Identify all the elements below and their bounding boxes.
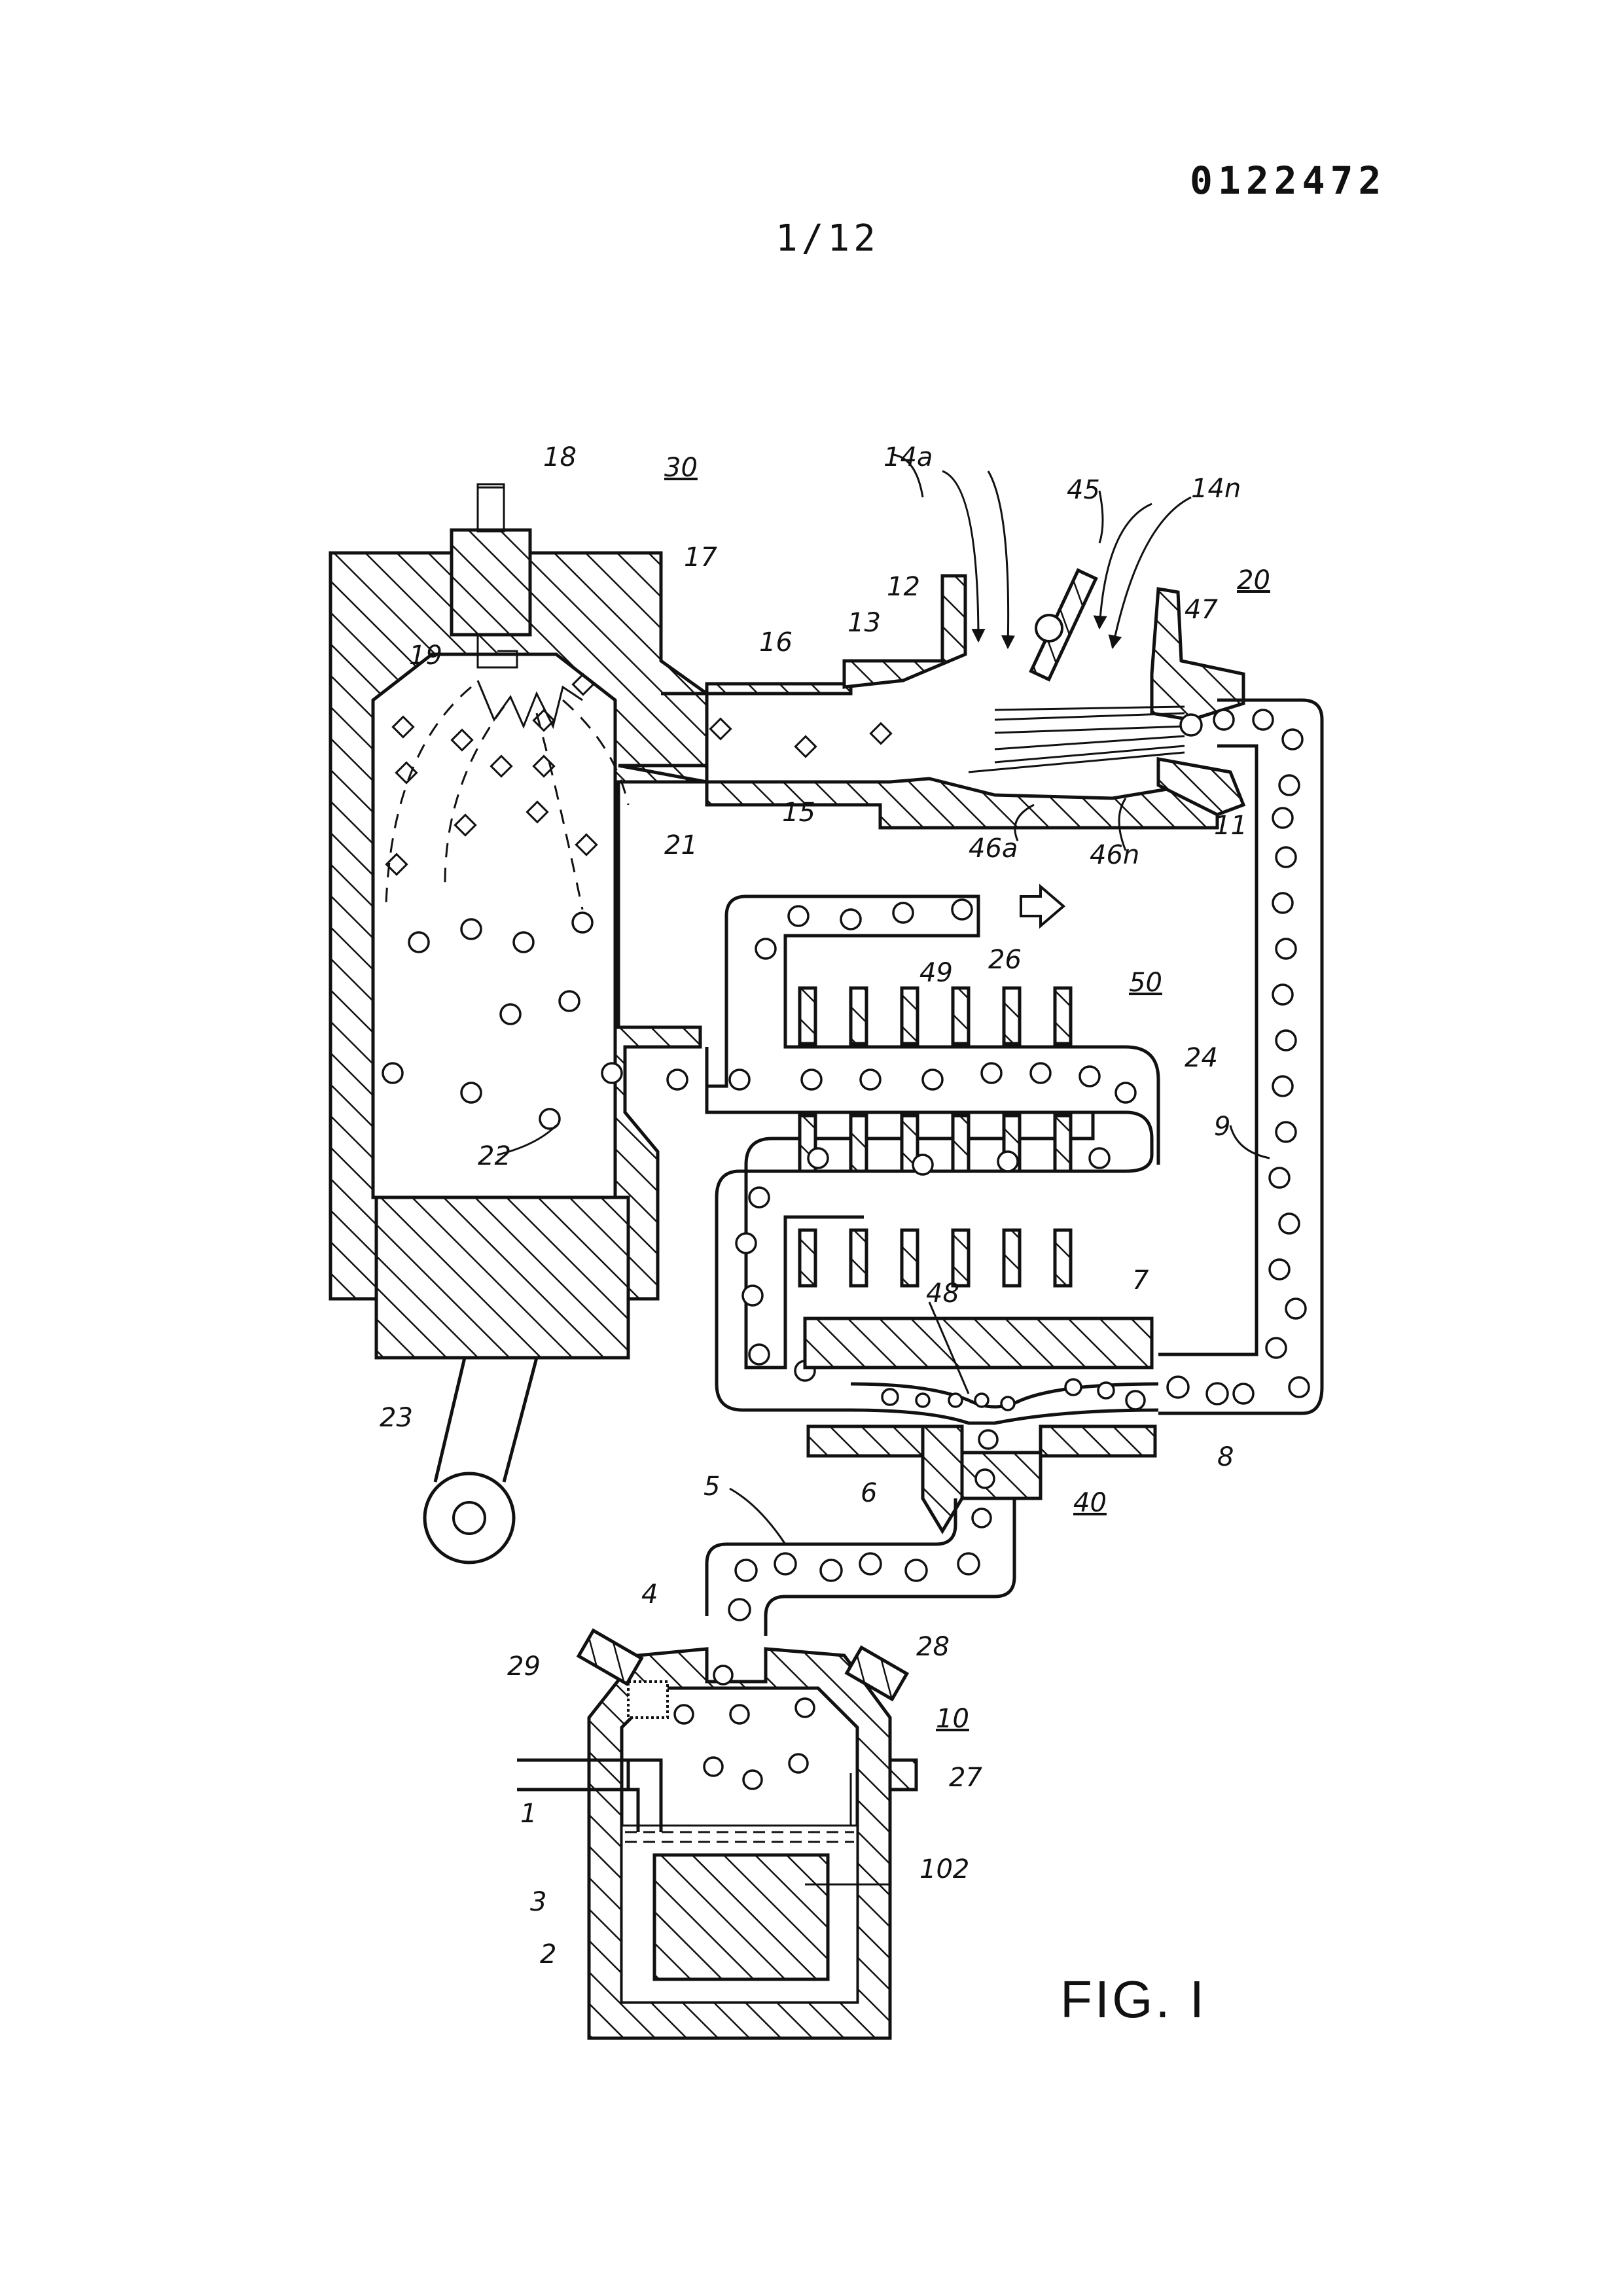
label-6: 6 (861, 1478, 877, 1508)
label-14n: 14n (1191, 474, 1241, 504)
label-29: 29 (507, 1651, 541, 1682)
label-40: 40 (1073, 1488, 1107, 1518)
label-45: 45 (1067, 475, 1100, 505)
label-13: 13 (847, 608, 881, 638)
label-16: 16 (759, 627, 793, 658)
label-17: 17 (684, 542, 717, 573)
label-23: 23 (380, 1403, 413, 1433)
label-28: 28 (916, 1632, 950, 1662)
label-26: 26 (988, 945, 1022, 975)
boiler (517, 1631, 916, 2038)
label-15: 15 (782, 798, 815, 828)
label-2: 2 (540, 1939, 556, 1969)
label-22: 22 (478, 1141, 511, 1171)
label-14a: 14a (883, 442, 933, 472)
label-24: 24 (1185, 1043, 1218, 1073)
heater-block (654, 1855, 828, 1979)
label-30: 30 (664, 453, 698, 483)
piston-block (376, 1197, 628, 1358)
label-12: 12 (887, 572, 920, 602)
label-8: 8 (1217, 1442, 1234, 1472)
label-5: 5 (704, 1472, 720, 1502)
label-20: 20 (1237, 565, 1270, 595)
nozzle-stem (478, 484, 504, 531)
label-3: 3 (530, 1887, 546, 1917)
label-47: 47 (1185, 595, 1218, 625)
label-18: 18 (543, 442, 577, 472)
label-10: 10 (936, 1704, 969, 1734)
label-49: 49 (919, 958, 953, 988)
label-27: 27 (949, 1763, 982, 1793)
figure-caption: FIG. I (1060, 1969, 1207, 2030)
label-7: 7 (1132, 1265, 1149, 1296)
mixing-block (805, 1318, 1228, 1498)
label-50: 50 (1129, 968, 1162, 998)
label-4: 4 (641, 1580, 658, 1610)
label-19: 19 (409, 641, 442, 671)
label-11: 11 (1214, 811, 1247, 841)
label-1: 1 (520, 1799, 537, 1829)
label-46n: 46n (1090, 840, 1139, 870)
label-21: 21 (664, 830, 698, 860)
label-9: 9 (1214, 1112, 1230, 1142)
nozzle-body (452, 530, 530, 635)
reaction-chamber (330, 484, 707, 1563)
label-46a: 46a (969, 834, 1018, 864)
label-102: 102 (919, 1854, 969, 1884)
